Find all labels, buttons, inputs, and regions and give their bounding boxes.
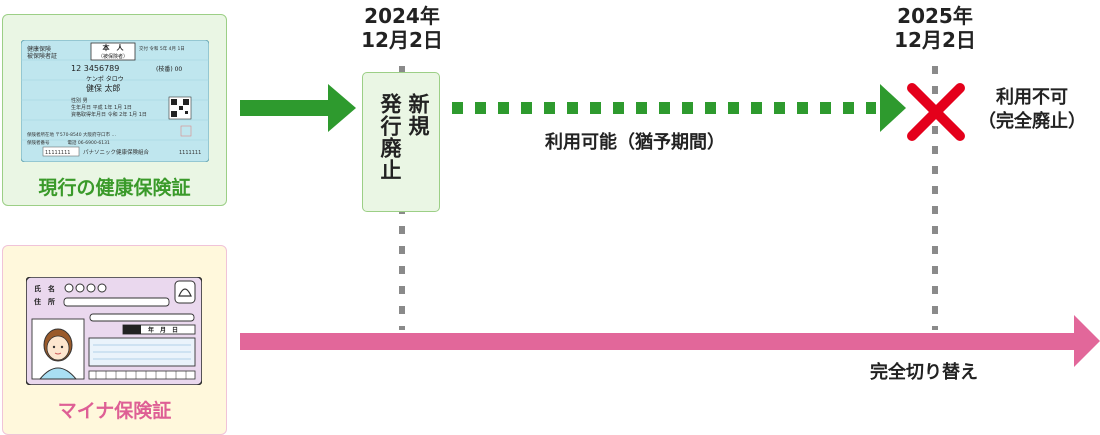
date-2024: 2024年 12月2日 (347, 4, 457, 52)
card-header: 健康保険 (27, 45, 51, 53)
current-card-panel: 健康保険 被保険者証 本 人 （被保険者） 交付 令和 5年 4月 1日 12 … (2, 14, 227, 206)
myna-field-address: 住 所 (34, 297, 55, 306)
my-number-card-illustration: 氏 名 住 所 年 月 日 (26, 277, 202, 385)
card-number: 12 3456789 (71, 64, 119, 73)
date1-year: 2024年 (364, 4, 440, 28)
full-switch-label: 完全切り替え (870, 362, 978, 383)
svg-text:性別 男: 性別 男 (71, 97, 88, 104)
pink-arrow (240, 315, 1100, 367)
svg-text:被保険者証: 被保険者証 (27, 52, 57, 60)
unavailable-label: 利用不可 （完全廃止） (973, 86, 1091, 134)
svg-text:11111111: 11111111 (45, 150, 70, 156)
svg-text:資格取得年月日 令和 2年 1月 1日: 資格取得年月日 令和 2年 1月 1日 (71, 111, 147, 118)
new-issuance-abolished-box: 新規 発行廃止 (362, 72, 440, 212)
grace-period-label: 利用可能（猶予期間） (545, 132, 725, 153)
svg-text:(枝番) 00: (枝番) 00 (156, 65, 182, 73)
abolish-text-col1: 新規 (406, 93, 430, 137)
myna-field-name: 氏 名 (34, 284, 55, 293)
myna-card-panel: 氏 名 住 所 年 月 日 マイナ保険証 (2, 245, 227, 435)
health-insurance-card-illustration: 健康保険 被保険者証 本 人 （被保険者） 交付 令和 5年 4月 1日 12 … (21, 40, 209, 162)
grace-period-arrowhead (880, 84, 906, 132)
date2-day: 12月2日 (894, 28, 976, 52)
svg-text:保険者所在地 〒570-8540 大阪府守口市 …: 保険者所在地 〒570-8540 大阪府守口市 … (27, 131, 116, 138)
current-card-label: 現行の健康保険証 (38, 177, 191, 199)
card-footer: パナソニック健康保険組合 (83, 148, 150, 156)
svg-text:保険者番号 電話 06-6900-6131: 保険者番号 電話 06-6900-6131 (27, 139, 110, 146)
svg-text:（被保険者）: （被保険者） (98, 53, 128, 60)
svg-text:1111111: 1111111 (179, 150, 201, 156)
date2-year: 2025年 (897, 4, 973, 28)
unavailable-line2: （完全廃止） (978, 111, 1086, 132)
unavailable-line1: 利用不可 (996, 87, 1068, 108)
date-2025: 2025年 12月2日 (880, 4, 990, 52)
green-arrow (240, 84, 356, 132)
svg-text:生年月日 平成 1年 1月 1日: 生年月日 平成 1年 1月 1日 (71, 104, 132, 111)
card-box-label: 本 人 (102, 43, 125, 52)
card-name: 健保 太郎 (86, 83, 121, 93)
myna-card-label: マイナ保険証 (57, 400, 172, 422)
abolish-text-col2: 発行廃止 (378, 93, 402, 181)
date1-day: 12月2日 (361, 28, 443, 52)
card-kana: ケンポ タロウ (86, 75, 124, 83)
myna-field-date: 年 月 日 (148, 326, 178, 334)
red-cross-icon (907, 83, 965, 141)
svg-text:交付 令和 5年 4月 1日: 交付 令和 5年 4月 1日 (139, 45, 185, 52)
